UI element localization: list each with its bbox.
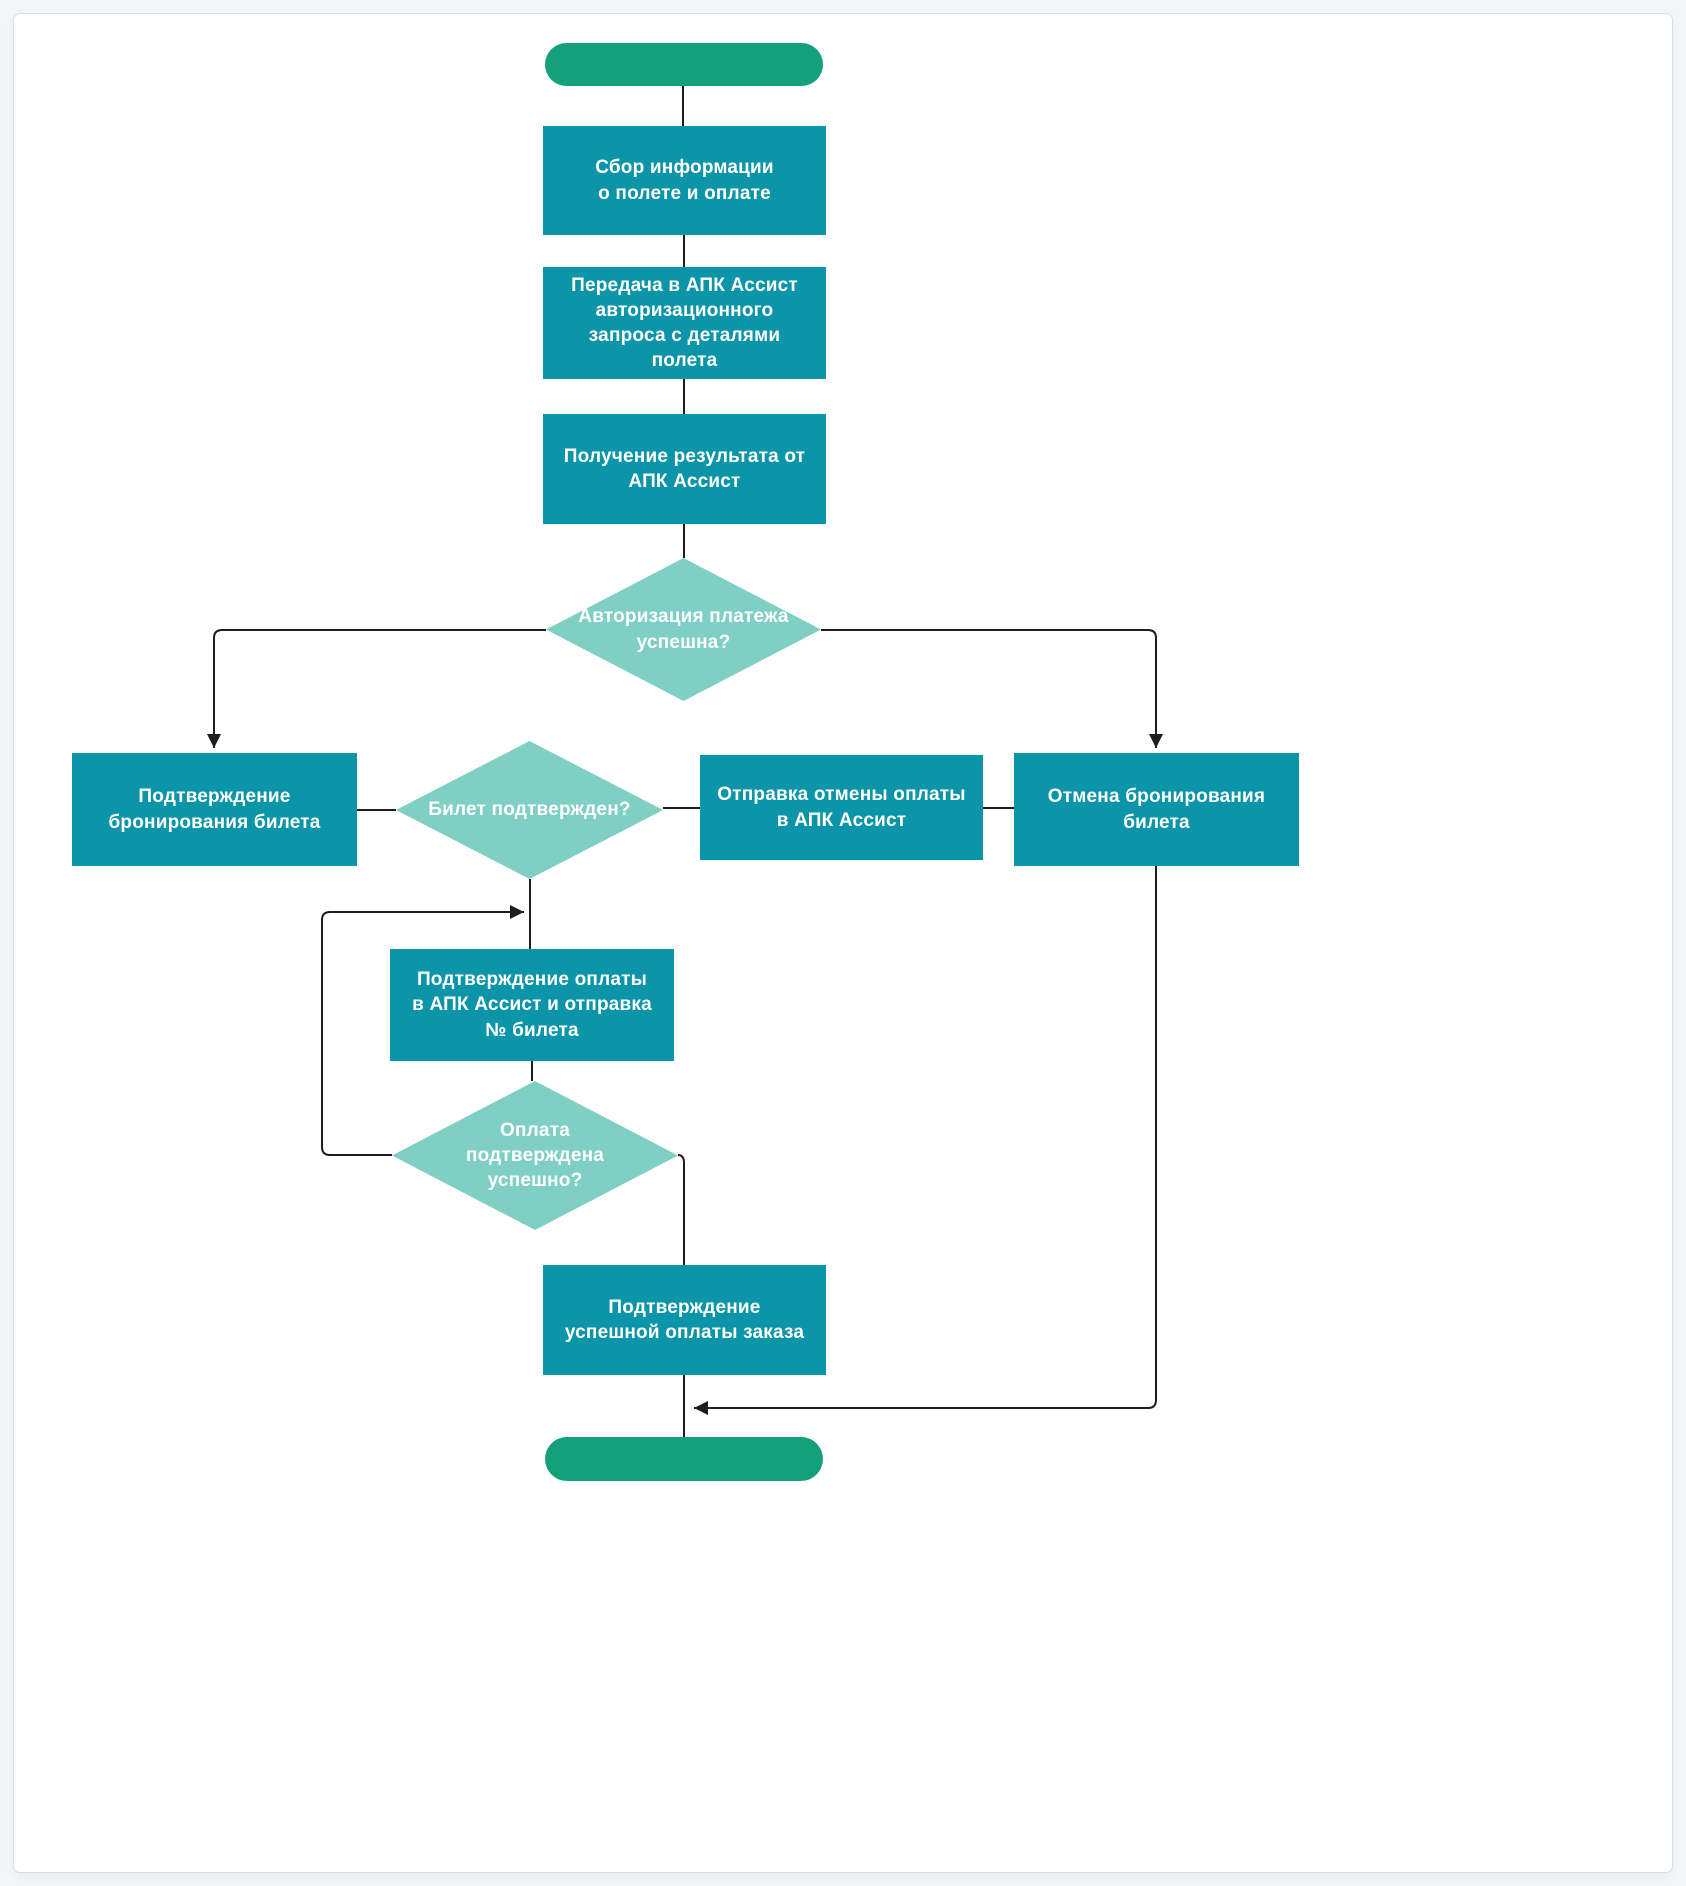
node-label: Подтверждение оплаты в АПК Ассист и отпр…	[412, 969, 652, 1041]
node-label: Подтверждение бронирования билета	[108, 786, 321, 833]
end-terminator	[545, 1437, 823, 1481]
process-collect-info: Сбор информации о полете и оплате	[543, 126, 826, 235]
node-label: Авторизация платежа успешна?	[578, 606, 789, 653]
process-send-payment-cancel: Отправка отмены оплаты в АПК Ассист	[700, 755, 983, 860]
edge-payment-yes-to-confirm-order	[677, 1154, 685, 1265]
edge-auth-yes-to-confirm-booking	[207, 629, 546, 748]
edge-payment-retry-loop	[321, 905, 524, 1156]
process-confirm-order-payment: Подтверждение успешной оплаты заказа	[543, 1265, 826, 1375]
node-label: Сбор информации о полете и оплате	[595, 157, 774, 204]
process-confirm-booking: Подтверждение бронирования билета	[72, 753, 357, 866]
node-label: Получение результата от АПК Ассист	[563, 445, 806, 492]
node-label: Оплата подтверждена успешно?	[465, 1119, 605, 1192]
node-label: Отправка отмены оплаты в АПК Ассист	[717, 784, 966, 831]
page-background	[13, 13, 1673, 1873]
process-receive-result: Получение результата от АПК Ассист	[543, 414, 826, 524]
node-label: Билет подтвержден?	[428, 799, 631, 821]
node-label: Передача в АПК Ассист авторизационного з…	[571, 274, 798, 372]
process-cancel-booking: Отмена бронирования билета	[1014, 753, 1299, 866]
start-terminator	[545, 43, 823, 86]
process-send-auth-request: Передача в АПК Ассист авторизационного з…	[543, 267, 826, 379]
edge-auth-no-to-cancel-booking	[821, 629, 1163, 748]
process-confirm-payment: Подтверждение оплаты в АПК Ассист и отпр…	[390, 949, 674, 1061]
node-label: Подтверждение успешной оплаты заказа	[564, 1296, 805, 1343]
node-label: Отмена бронирования билета	[1047, 786, 1266, 833]
edge-cancel-booking-to-end	[694, 866, 1157, 1415]
